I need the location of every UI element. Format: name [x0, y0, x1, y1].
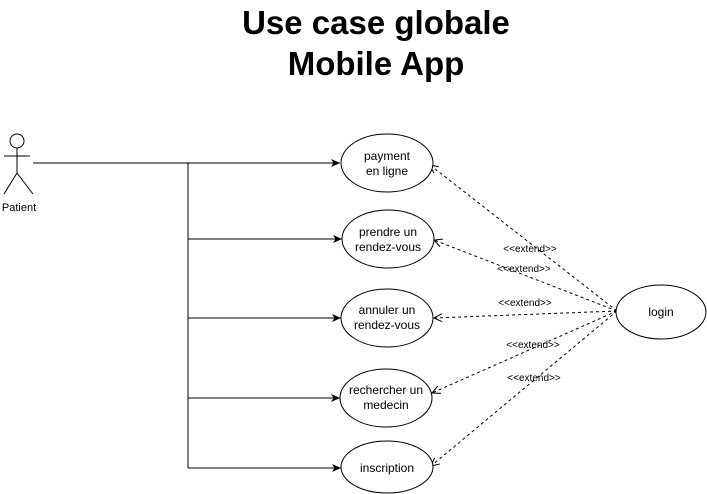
- extend-relations: <<extend>> <<extend>> <<extend>> <<exten…: [430, 165, 618, 466]
- use-case-ellipse: [340, 133, 434, 193]
- actor-leg-left: [3, 172, 18, 195]
- extend-label-1: <<extend>>: [503, 244, 557, 255]
- use-case-ellipse: [339, 368, 433, 428]
- extend-line-payment: [430, 165, 618, 312]
- use-case-label: medecin: [363, 398, 408, 412]
- extend-label-5: <<extend>>: [507, 373, 561, 384]
- use-case-label: rendez-vous: [355, 240, 421, 254]
- extend-label-2: <<extend>>: [497, 264, 551, 275]
- use-case-label: rendez-vous: [354, 318, 420, 332]
- extend-label-3: <<extend>>: [498, 298, 552, 309]
- associations: [33, 159, 342, 472]
- use-case-ellipse: [341, 209, 435, 269]
- use-case-inscription: inscription: [340, 440, 434, 494]
- extend-label-4: <<extend>>: [506, 340, 560, 351]
- use-case-ellipse: [340, 440, 434, 494]
- use-case-rechercher: rechercher un medecin: [339, 368, 433, 428]
- use-case-label: en ligne: [366, 164, 408, 178]
- extend-line-inscription: [431, 310, 618, 466]
- use-case-label: inscription: [360, 461, 414, 475]
- use-case-annuler: annuler un rendez-vous: [340, 288, 434, 348]
- title-line-1: Use case globale: [242, 4, 510, 41]
- extend-line-rdv: [434, 240, 618, 312]
- extend-line-annuler: [434, 310, 618, 318]
- login-label: login: [648, 305, 673, 319]
- patient-actor: Patient: [2, 133, 36, 214]
- use-case-payment: payment en ligne: [340, 133, 434, 193]
- use-case-ellipse: [340, 288, 434, 348]
- diagram-title: Use case globale Mobile App: [0, 2, 707, 84]
- login-node: login: [615, 284, 707, 340]
- actor-head-icon: [9, 133, 25, 149]
- use-case-label: annuler un: [359, 303, 416, 317]
- title-line-2: Mobile App: [287, 45, 465, 82]
- extend-line-rechercher: [432, 310, 618, 393]
- use-case-label: payment: [364, 149, 411, 163]
- use-case-label: rechercher un: [349, 383, 423, 397]
- actor-label: Patient: [2, 202, 36, 214]
- use-case-label: prendre un: [359, 225, 417, 239]
- actor-leg-right: [16, 172, 34, 195]
- use-case-rdv: prendre un rendez-vous: [341, 209, 435, 269]
- login-ellipse: [615, 284, 707, 340]
